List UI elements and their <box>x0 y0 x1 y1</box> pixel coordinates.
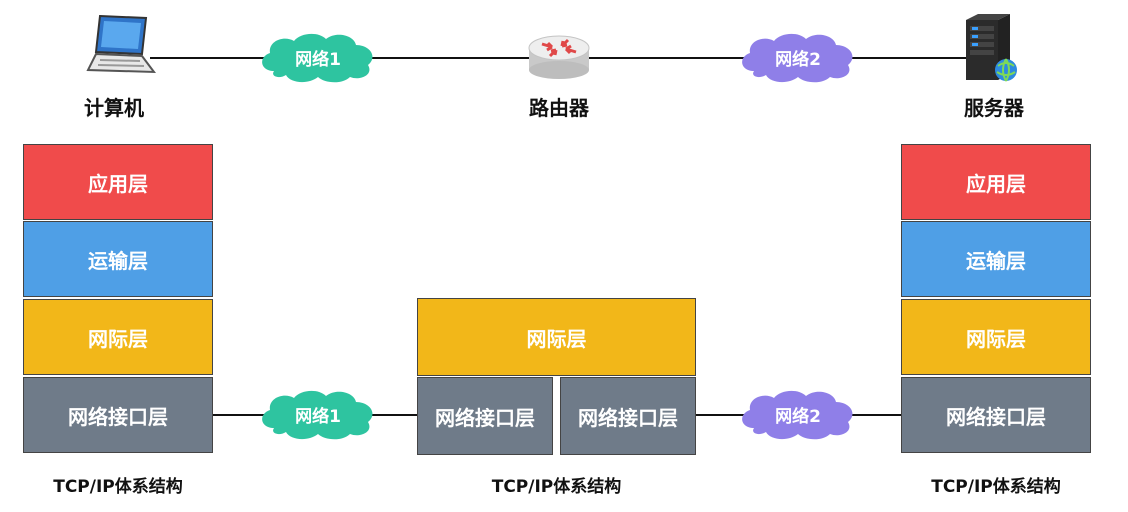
router-link-layer-right: 网络接口层 <box>560 377 696 455</box>
network1-label-bottom: 网络1 <box>295 406 341 427</box>
computer-application-layer: 应用层 <box>23 144 213 220</box>
server-stack-caption: TCP/IP体系结构 <box>931 477 1061 497</box>
server-link-layer: 网络接口层 <box>901 377 1091 453</box>
computer-transport-layer: 运输层 <box>23 221 213 297</box>
server-label: 服务器 <box>964 96 1024 120</box>
laptop-icon <box>86 14 157 76</box>
computer-stack: 应用层 运输层 网际层 网络接口层 <box>23 144 213 455</box>
router-label: 路由器 <box>529 96 589 120</box>
router-link-layer-left: 网络接口层 <box>417 377 553 455</box>
computer-link-layer: 网络接口层 <box>23 377 213 453</box>
router-internet-layer: 网际层 <box>417 298 696 376</box>
server-application-layer: 应用层 <box>901 144 1091 220</box>
server-stack: 应用层 运输层 网际层 网络接口层 <box>901 144 1091 455</box>
network2-label-bottom: 网络2 <box>775 406 821 427</box>
network1-label-top: 网络1 <box>295 49 341 70</box>
computer-internet-layer: 网际层 <box>23 299 213 375</box>
network2-cloud-top: 网络2 <box>736 31 860 83</box>
router-icon <box>528 34 590 80</box>
computer-label: 计算机 <box>84 96 144 120</box>
server-icon <box>962 14 1026 82</box>
computer-stack-caption: TCP/IP体系结构 <box>53 477 183 497</box>
router-stack-caption: TCP/IP体系结构 <box>491 477 622 497</box>
network2-label-top: 网络2 <box>775 49 821 70</box>
server-internet-layer: 网际层 <box>901 299 1091 375</box>
network2-cloud-bottom: 网络2 <box>736 388 860 440</box>
network1-cloud-top: 网络1 <box>256 31 380 83</box>
network1-cloud-bottom: 网络1 <box>256 388 380 440</box>
server-transport-layer: 运输层 <box>901 221 1091 297</box>
